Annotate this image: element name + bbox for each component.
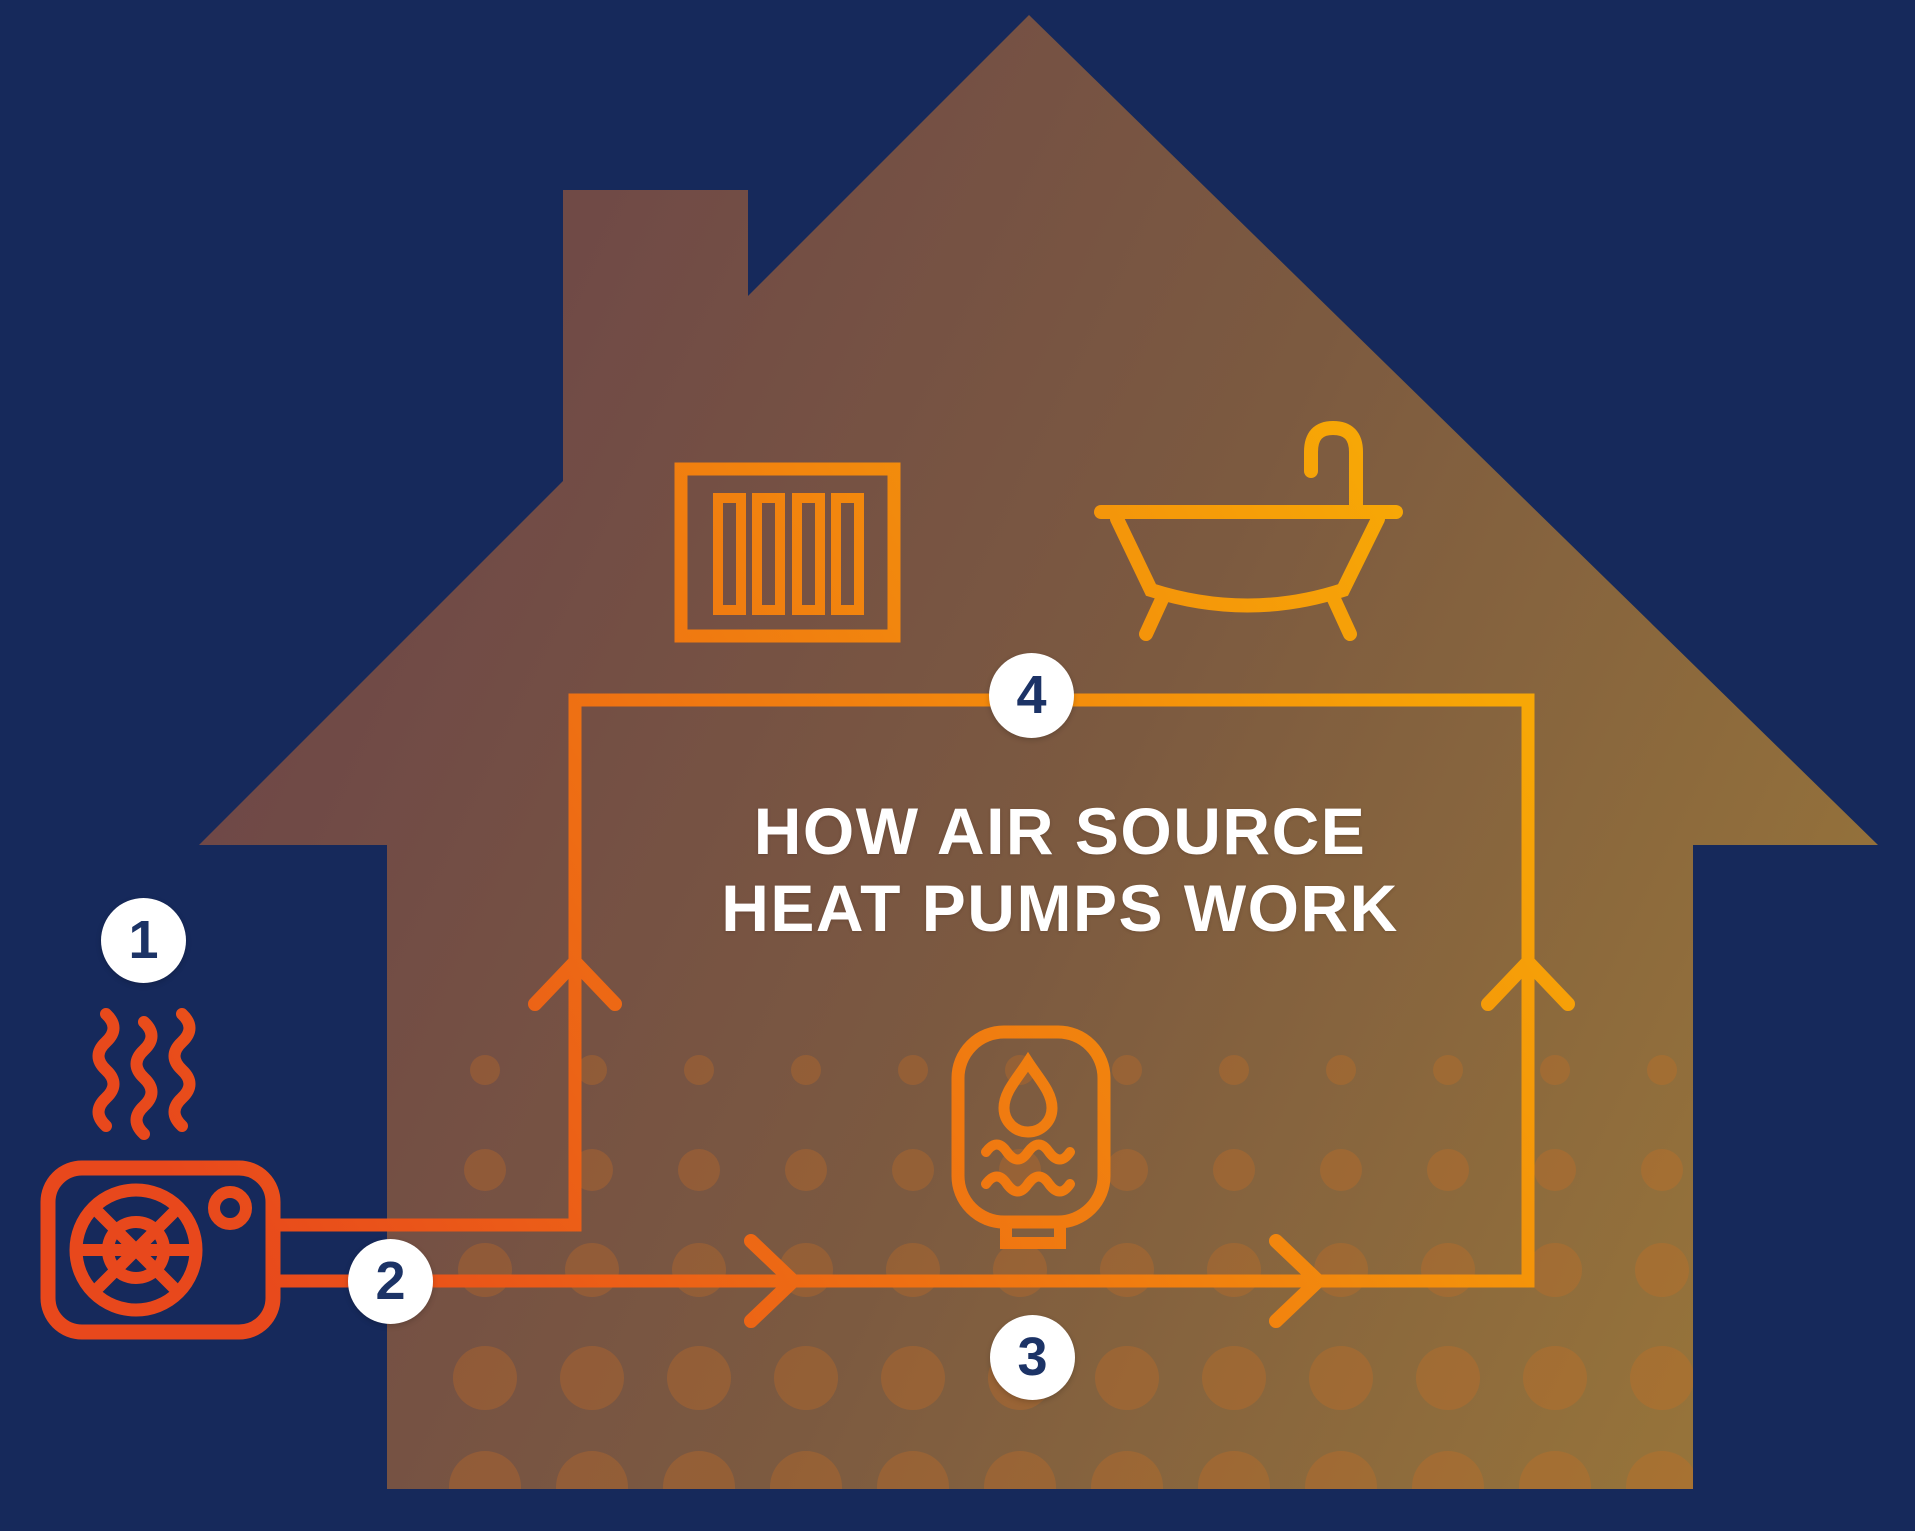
step-badge-3: 3: [990, 1315, 1075, 1400]
step-number: 2: [375, 1250, 406, 1311]
water-drop-icon: [998, 1051, 1058, 1138]
radiator-icon: [674, 462, 901, 643]
step-number: 1: [128, 909, 159, 970]
title-line-2: HEAT PUMPS WORK: [721, 871, 1399, 945]
step-badge-2: 2: [348, 1239, 433, 1324]
flow-arrow-up-icon: [528, 951, 622, 1011]
step-badge-4: 4: [989, 653, 1074, 738]
hot-water-cylinder-icon: [951, 1025, 1111, 1249]
step-number: 4: [1016, 664, 1047, 725]
flow-arrow-right-icon: [1269, 1234, 1329, 1328]
step-badge-1: 1: [101, 898, 186, 983]
bathtub-icon: [1094, 420, 1403, 641]
title-line-1: HOW AIR SOURCE: [753, 794, 1367, 868]
heat-pump-unit-icon: [40, 1160, 281, 1340]
page-title: HOW AIR SOURCE HEAT PUMPS WORK: [460, 793, 1660, 947]
dots-pattern: [449, 1055, 1698, 1489]
step-number: 3: [1017, 1326, 1048, 1387]
flow-arrow-up-icon: [1481, 951, 1575, 1011]
flow-arrow-right-icon: [744, 1234, 804, 1328]
house-silhouette: [199, 15, 1878, 1489]
heat-waves-icon: [92, 1008, 196, 1140]
